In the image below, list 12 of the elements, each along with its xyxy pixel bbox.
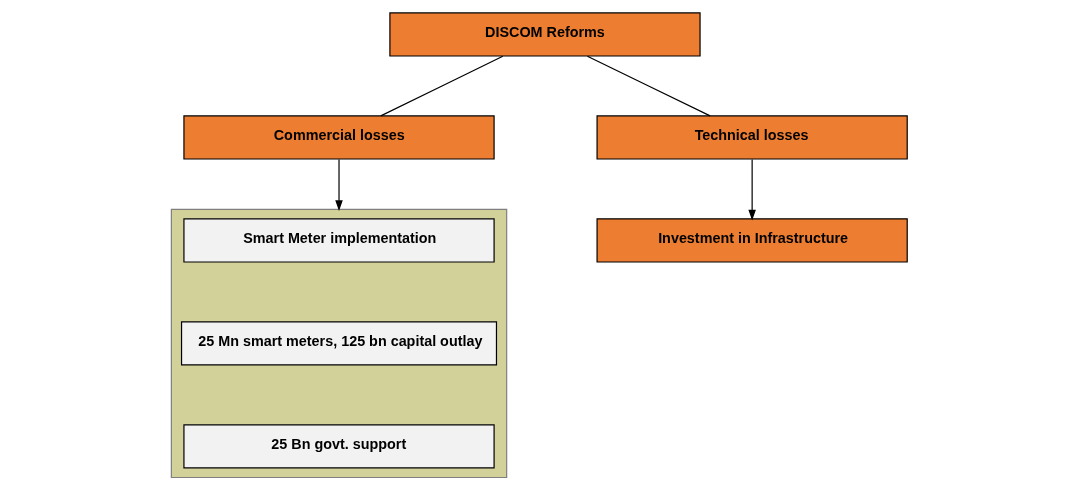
node-box: Smart Meter implementation: [182, 218, 495, 263]
cluster: [170, 208, 507, 479]
node-box: Commercial losses: [182, 115, 495, 160]
node-box: 25 Mn smart meters, 125 bn capital outlay: [180, 321, 497, 366]
node-box: DISCOM Reforms: [388, 12, 701, 57]
connector: [379, 55, 503, 117]
connector: [586, 55, 711, 117]
arrow: [334, 158, 343, 212]
node-box: 25 Bn govt. support: [182, 424, 495, 469]
node-box: Technical losses: [595, 115, 908, 160]
node-box: Investment in Infrastructure: [595, 218, 908, 263]
arrow: [747, 158, 756, 221]
